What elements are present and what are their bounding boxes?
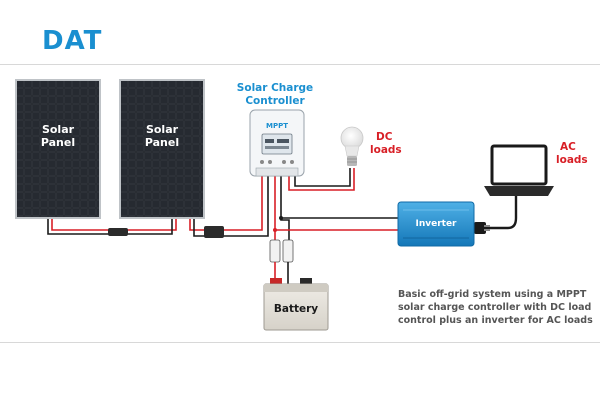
wiring (47, 168, 518, 284)
top-divider (0, 64, 600, 65)
ac-cable (484, 196, 518, 230)
logo-text: DAT (42, 26, 103, 56)
solar-panel-1: Solar Panel (15, 79, 101, 219)
dc-load-positive-wire (288, 168, 355, 191)
battery: Battery (263, 278, 329, 331)
ac-loads-label-1: AC (560, 141, 576, 153)
pv-positive-wire (189, 176, 263, 231)
mc4-connector-2 (204, 226, 224, 238)
solar-panel-2: Solar Panel (119, 79, 205, 219)
fuse-1 (269, 239, 281, 263)
panel-link-red-wire (51, 218, 177, 231)
brand-logo: DAT (42, 26, 102, 56)
controller-title-2: Controller (245, 95, 305, 107)
dc-load-negative-wire (294, 168, 351, 187)
controller-display (261, 133, 293, 155)
panel-2-label-1: Solar (146, 123, 179, 136)
controller-device-label: MPPT (266, 122, 288, 130)
inverter: Inverter (397, 201, 475, 247)
caption-line-1: Basic off-grid system using a MPPT (398, 289, 587, 300)
pv-negative-wire (193, 176, 269, 237)
dc-loads-label-1: DC (376, 131, 393, 143)
dc-loads-label-2: loads (370, 144, 402, 156)
battery-label: Battery (274, 303, 318, 315)
fuse-2 (282, 239, 294, 263)
dc-load-bulb: DC loads (340, 126, 402, 166)
panel-2-label-2: Panel (145, 136, 179, 149)
laptop-ac-load: AC loads (484, 141, 588, 196)
ac-loads-label-2: loads (556, 154, 588, 166)
caption-line-3: control plus an inverter for AC loads (398, 315, 593, 326)
panel-link-black-wire (47, 218, 173, 235)
panel-1-label-2: Panel (41, 136, 75, 149)
ac-plug (474, 222, 486, 234)
bottom-divider (0, 342, 600, 343)
caption-line-2: solar charge controller with DC load (398, 302, 592, 313)
inverter-label: Inverter (415, 219, 457, 229)
controller-title-1: Solar Charge (237, 82, 313, 94)
diagram-caption: Basic off-grid system using a MPPT solar… (398, 288, 598, 327)
mc4-connector-1 (108, 228, 128, 236)
panel-1-label-1: Solar (42, 123, 75, 136)
charge-controller: Solar Charge Controller MPPT (237, 82, 313, 177)
